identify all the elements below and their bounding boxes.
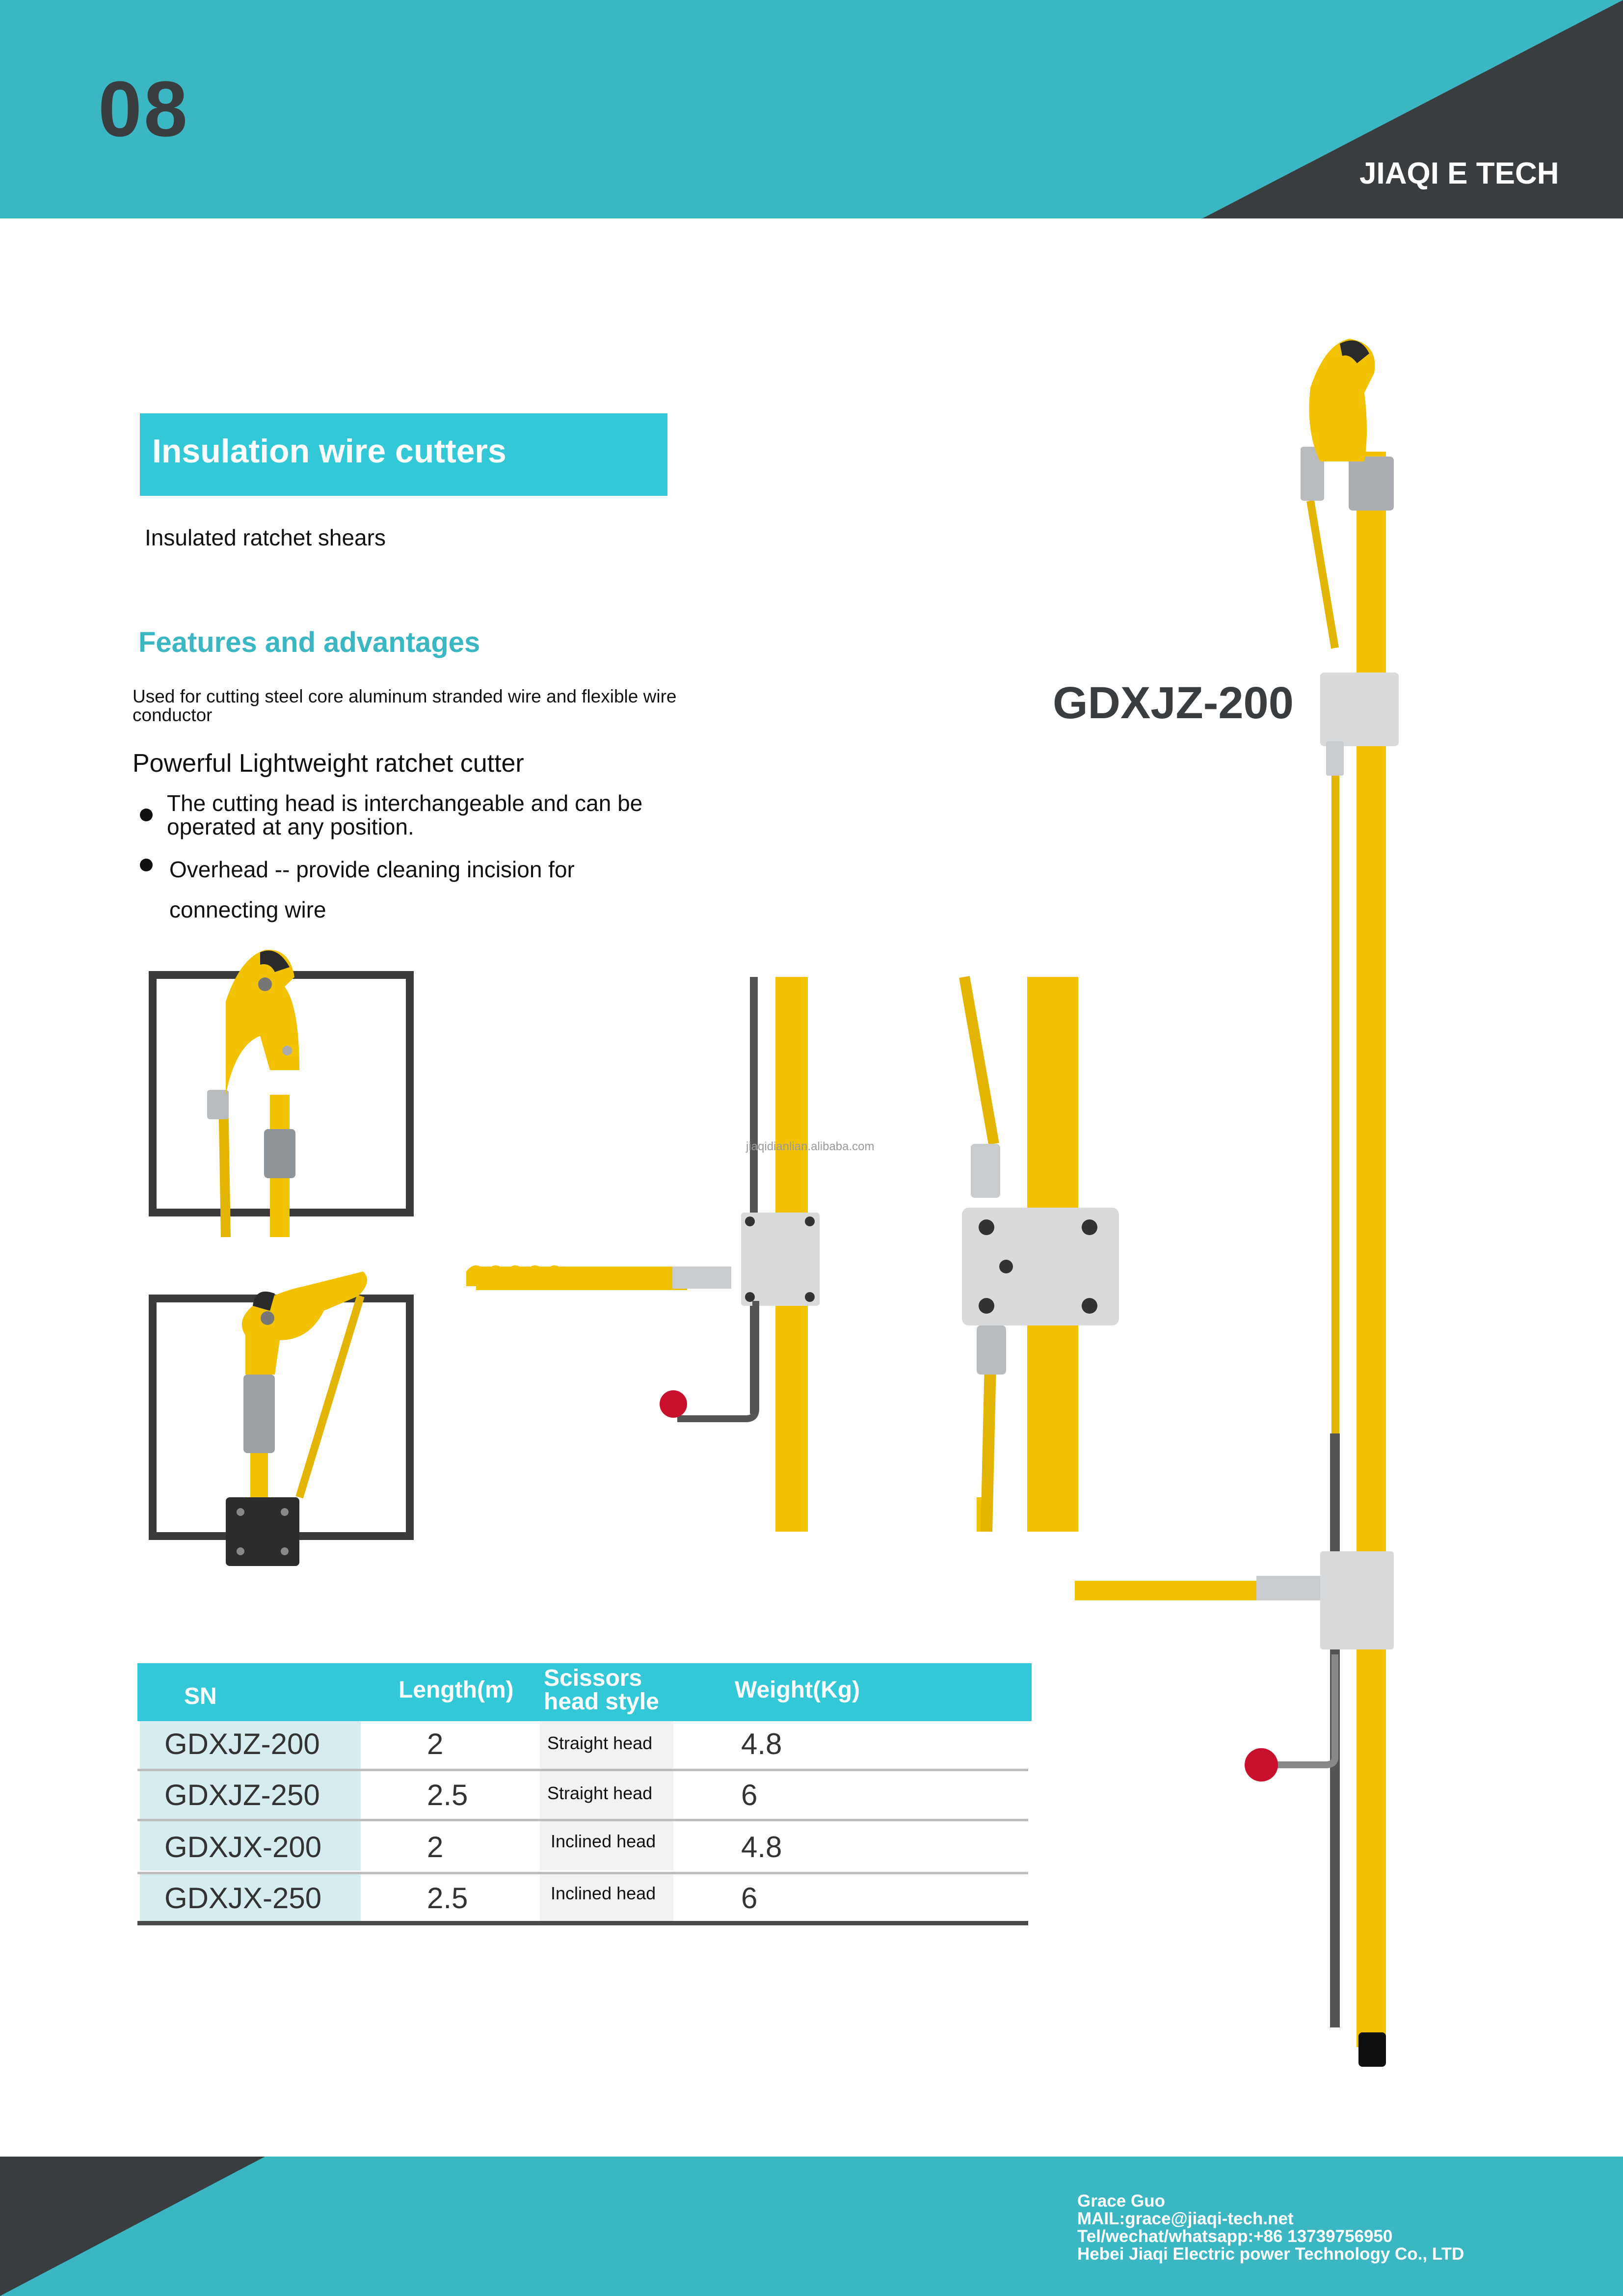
- footer-band: [0, 2157, 1623, 2296]
- cell-head-style: Straight head: [547, 1783, 653, 1803]
- table-cell-bg: [540, 1721, 673, 1770]
- column-header-sn: SN: [184, 1683, 217, 1709]
- footer-dark-triangle: [0, 2157, 265, 2296]
- contact-phone: Tel/wechat/whatsapp:+86 13739756950: [1077, 2227, 1393, 2246]
- bullet-item-1: The cutting head is interchangeable and …: [167, 790, 643, 839]
- cell-weight: 6: [741, 1779, 758, 1811]
- cell-head-style: Straight head: [547, 1733, 653, 1753]
- spec-table-header: [137, 1663, 1032, 1721]
- cell-head-style: Inclined head: [551, 1831, 656, 1851]
- contact-company: Hebei Jiaqi Electric power Technology Co…: [1077, 2244, 1464, 2264]
- cell-sn: GDXJZ-250: [164, 1779, 320, 1811]
- row-divider: [137, 1819, 1028, 1821]
- cell-length: 2: [427, 1831, 444, 1864]
- column-header-head-style: Scissors head style: [544, 1665, 659, 1715]
- full-product-photo: [1075, 339, 1399, 2067]
- table-row: [140, 1721, 361, 1770]
- page-number: 08: [98, 65, 189, 153]
- cell-length: 2.5: [427, 1882, 468, 1915]
- bullet-dot-icon: [140, 809, 153, 821]
- header-dark-triangle: [1202, 0, 1623, 218]
- cell-length: 2.5: [427, 1779, 468, 1811]
- table-row: [140, 1771, 361, 1820]
- cell-sn: GDXJZ-200: [164, 1728, 320, 1760]
- bracket-photo: [959, 976, 1119, 1532]
- table-row: [140, 1821, 361, 1870]
- table-cell-bg: [540, 1771, 673, 1820]
- table-bottom-border: [137, 1921, 1028, 1925]
- cell-sn: GDXJX-250: [164, 1882, 322, 1915]
- detail-photo-frame-2: [149, 1295, 414, 1540]
- feature-subheading: Powerful Lightweight ratchet cutter: [133, 749, 524, 778]
- ratchet-mechanism-photo: [466, 977, 820, 1532]
- contact-block: Grace Guo MAIL:grace@jiaqi-tech.net Tel/…: [1077, 2192, 1464, 2263]
- model-label: GDXJZ-200: [1053, 678, 1294, 728]
- contact-name: Grace Guo: [1077, 2191, 1165, 2211]
- cell-head-style: Inclined head: [551, 1883, 656, 1903]
- table-row: [140, 1874, 361, 1923]
- brand-name: JIAQI E TECH: [1359, 157, 1559, 190]
- cell-sn: GDXJX-200: [164, 1831, 322, 1864]
- cell-length: 2: [427, 1728, 444, 1760]
- features-heading: Features and advantages: [138, 626, 480, 658]
- cell-weight: 6: [741, 1882, 758, 1915]
- table-cell-bg: [540, 1874, 673, 1923]
- usage-description: Used for cutting steel core aluminum str…: [133, 686, 677, 725]
- watermark-text: jiaqidianlian.alibaba.com: [746, 1140, 875, 1153]
- cutter-head-photo-1: [207, 949, 299, 1238]
- product-subtitle: Insulated ratchet shears: [145, 525, 386, 550]
- contact-mail: MAIL:grace@jiaqi-tech.net: [1077, 2209, 1294, 2228]
- cell-weight: 4.8: [741, 1831, 782, 1864]
- cutter-head-photo-2: [226, 1271, 367, 1566]
- title-banner: [140, 413, 667, 496]
- row-divider: [137, 1769, 1028, 1771]
- product-title: Insulation wire cutters: [152, 432, 506, 470]
- row-divider: [137, 1872, 1028, 1874]
- column-header-weight: Weight(Kg): [735, 1677, 860, 1703]
- table-cell-bg: [540, 1821, 673, 1870]
- cell-weight: 4.8: [741, 1728, 782, 1760]
- column-header-length: Length(m): [399, 1677, 514, 1703]
- bullet-dot-icon: [140, 859, 153, 871]
- bullet-item-2: Overhead -- provide cleaning incision fo…: [169, 857, 575, 922]
